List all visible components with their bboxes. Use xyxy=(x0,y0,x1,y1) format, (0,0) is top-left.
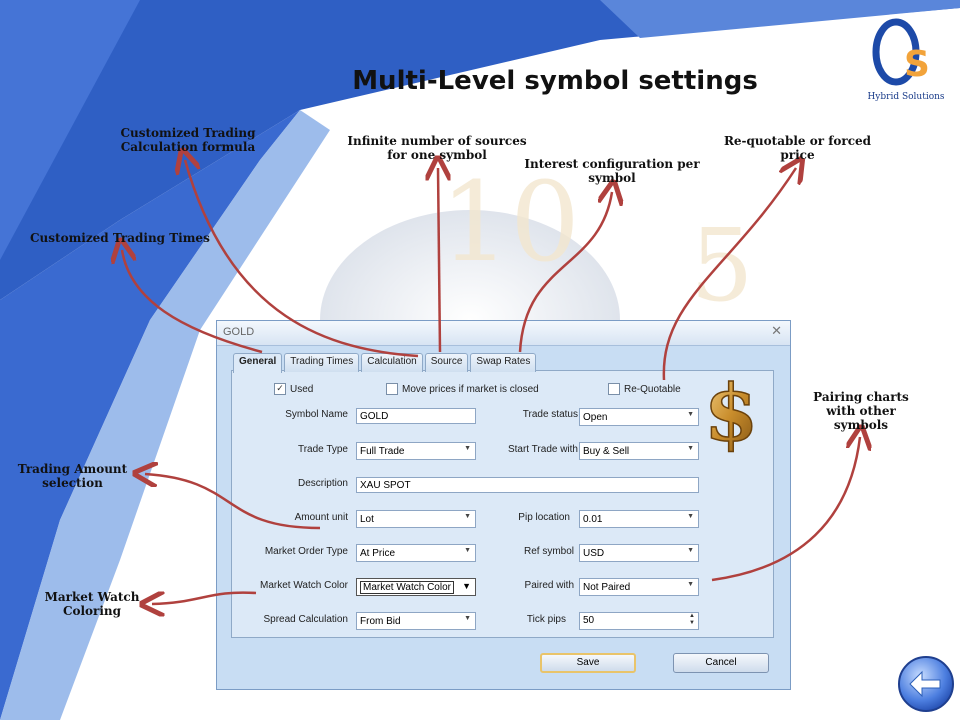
spread-calculation-label: Spread Calculation xyxy=(263,614,349,625)
tab-trading-times[interactable]: Trading Times xyxy=(284,353,360,372)
logo-text: Hybrid Solutions xyxy=(867,92,945,102)
close-icon[interactable]: ✕ xyxy=(771,324,782,339)
callout-sources: Infinite number of sources for one symbo… xyxy=(347,134,527,162)
pip-location-label: Pip location xyxy=(518,512,570,523)
stepper-arrows-icon[interactable]: ▲▼ xyxy=(689,613,695,626)
general-tab-panel: ✓ Used Move prices if market is closed R… xyxy=(231,370,774,638)
start-trade-with-select[interactable]: Buy & Sell▼ xyxy=(579,442,699,460)
amount-unit-select[interactable]: Lot▼ xyxy=(356,510,476,528)
market-order-type-label: Market Order Type xyxy=(264,546,348,557)
svg-text:$: $ xyxy=(704,368,758,453)
callout-calc-formula: Customized Trading Calculation formula xyxy=(120,126,256,154)
chevron-down-icon: ▼ xyxy=(687,547,694,554)
chevron-down-icon: ▼ xyxy=(464,445,471,452)
trade-type-label: Trade Type xyxy=(297,444,348,455)
ref-symbol-select[interactable]: USD▼ xyxy=(579,544,699,562)
market-watch-color-label: Market Watch Color xyxy=(260,580,348,591)
tab-bar: General Trading Times Calculation Source… xyxy=(233,353,538,373)
chevron-down-icon: ▼ xyxy=(687,513,694,520)
callout-requote: Re-quotable or forced price xyxy=(723,134,872,162)
symbol-name-input[interactable]: GOLD xyxy=(356,408,476,424)
requotable-label: Re-Quotable xyxy=(624,383,681,395)
dollar-sign-icon: $ xyxy=(703,368,759,453)
trade-status-select[interactable]: Open▼ xyxy=(579,408,699,426)
svg-text:S: S xyxy=(904,44,930,85)
hybrid-solutions-logo: S Hybrid Solutions xyxy=(866,18,946,108)
slide-title: Multi-Level symbol settings xyxy=(352,66,758,96)
save-button[interactable]: Save xyxy=(540,653,636,673)
trade-type-select[interactable]: Full Trade▼ xyxy=(356,442,476,460)
move-prices-label: Move prices if market is closed xyxy=(402,383,539,395)
dialog-title: GOLD xyxy=(223,326,255,338)
chevron-down-icon: ▼ xyxy=(464,615,471,622)
tab-general[interactable]: General xyxy=(233,353,283,373)
callout-amount: Trading Amount selection xyxy=(17,462,128,490)
tab-calculation[interactable]: Calculation xyxy=(361,353,423,372)
trade-status-label: Trade status xyxy=(522,409,578,420)
used-label: Used xyxy=(290,383,314,395)
tick-pips-stepper[interactable]: 50 ▲▼ xyxy=(579,612,699,630)
start-trade-with-label: Start Trade with xyxy=(507,444,578,455)
callout-interest: Interest configuration per symbol xyxy=(524,157,700,185)
paired-with-label: Paired with xyxy=(524,580,574,591)
description-label: Description xyxy=(297,478,348,489)
ref-symbol-label: Ref symbol xyxy=(523,546,574,557)
chevron-down-icon: ▼ xyxy=(462,581,471,591)
tick-pips-label: Tick pips xyxy=(526,614,566,625)
checkmark-icon: ✓ xyxy=(274,383,286,395)
callout-pairing: Pairing charts with other symbols xyxy=(813,390,909,432)
svg-text:5: 5 xyxy=(690,207,754,324)
market-order-type-select[interactable]: At Price▼ xyxy=(356,544,476,562)
chevron-down-icon: ▼ xyxy=(464,547,471,554)
chevron-down-icon: ▼ xyxy=(687,411,694,418)
tab-source[interactable]: Source xyxy=(424,353,469,372)
spread-calculation-select[interactable]: From Bid▼ xyxy=(356,612,476,630)
amount-unit-label: Amount unit xyxy=(294,512,348,523)
cancel-button[interactable]: Cancel xyxy=(673,653,769,673)
move-prices-checkbox[interactable]: Move prices if market is closed xyxy=(386,383,539,395)
tab-swap-rates[interactable]: Swap Rates xyxy=(470,353,537,372)
paired-with-select[interactable]: Not Paired▼ xyxy=(579,578,699,596)
used-checkbox[interactable]: ✓ Used xyxy=(274,383,313,395)
callout-trading-times: Customized Trading Times xyxy=(30,231,210,245)
back-arrow-icon[interactable] xyxy=(896,654,956,714)
description-input[interactable]: XAU SPOT xyxy=(356,477,699,493)
symbol-name-label: Symbol Name xyxy=(285,409,348,420)
chevron-down-icon: ▼ xyxy=(687,445,694,452)
market-watch-color-select[interactable]: Market Watch Color▼ xyxy=(356,578,476,596)
callout-coloring: Market Watch Coloring xyxy=(44,590,140,618)
chevron-down-icon: ▼ xyxy=(687,581,694,588)
dialog-titlebar: GOLD ✕ xyxy=(217,321,790,346)
pip-location-select[interactable]: 0.01▼ xyxy=(579,510,699,528)
chevron-down-icon: ▼ xyxy=(464,513,471,520)
requotable-checkbox[interactable]: Re-Quotable xyxy=(608,383,681,395)
